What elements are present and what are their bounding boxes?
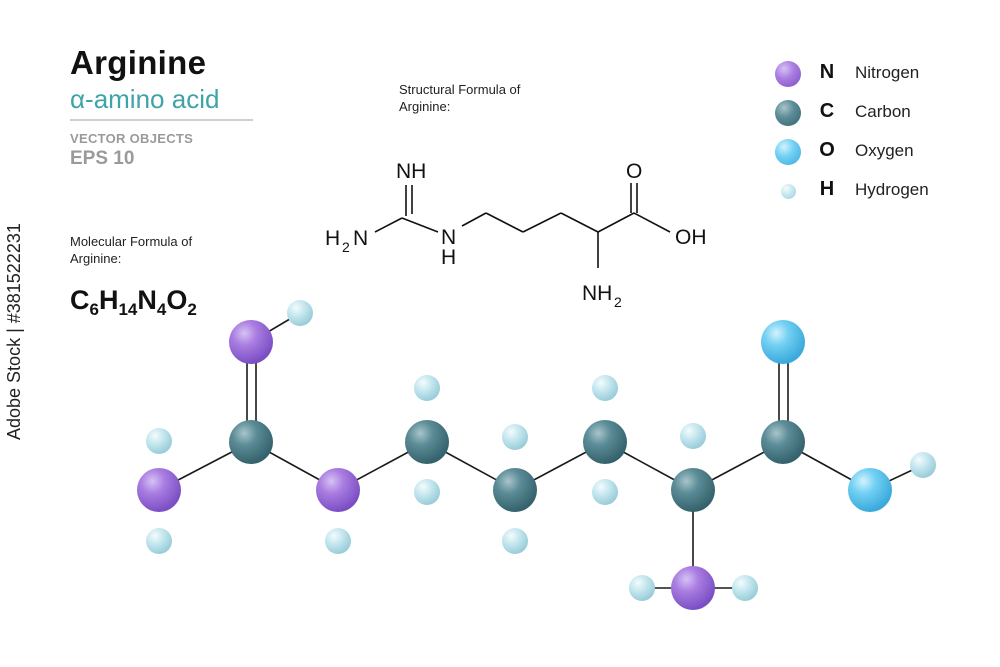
legend-name: Oxygen	[855, 141, 914, 160]
molecular-formula: C6H14N4O2	[70, 285, 197, 320]
eps-label: EPS 10	[70, 148, 135, 169]
vector-objects-label: VECTOR OBJECTS	[70, 131, 194, 146]
formula-o-count: 2	[187, 300, 197, 319]
stock-watermark: Adobe Stock | #381522231	[4, 223, 24, 440]
formula-o: O	[166, 285, 188, 315]
label-nh2-n: NH	[582, 282, 612, 305]
legend-name: Hydrogen	[855, 180, 929, 199]
legend-symbol: O	[819, 139, 835, 161]
oxygen-ball-icon	[775, 139, 801, 165]
formula-h: H	[98, 285, 119, 315]
atom-nitrogen	[671, 566, 715, 610]
legend-symbol: C	[819, 100, 835, 122]
model-bonds	[158, 312, 924, 588]
atom-hydrogen	[414, 479, 440, 505]
atom-nitrogen	[137, 468, 181, 512]
page-title: Arginine	[70, 44, 207, 81]
skeletal-labels: NH H 2 N N H O OH NH 2	[325, 160, 707, 310]
bond-c5-oh	[633, 212, 671, 233]
bond-c1-c2	[485, 212, 524, 233]
atom-oxygen	[761, 320, 805, 364]
legend-item-oxygen: O Oxygen	[768, 136, 988, 170]
formula-c-count: 6	[89, 300, 99, 319]
label-h2n-n: N	[353, 227, 368, 250]
page-subtitle: α-amino acid	[70, 84, 220, 114]
legend-name: Nitrogen	[855, 63, 920, 82]
atom-hydrogen	[146, 528, 172, 554]
atom-carbon	[671, 468, 715, 512]
bond-h2n-c	[374, 217, 403, 233]
formula-n: N	[137, 285, 157, 315]
bond-c3-c4	[560, 212, 599, 233]
atom-nitrogen	[229, 320, 273, 364]
bond-c2-c3	[522, 212, 562, 233]
atom-hydrogen	[629, 575, 655, 601]
atom-hydrogen	[502, 528, 528, 554]
atom-hydrogen	[592, 375, 618, 401]
model-atoms	[137, 300, 936, 610]
atom-carbon	[229, 420, 273, 464]
legend-symbol: N	[819, 61, 835, 83]
bond-c-nh	[401, 217, 439, 233]
atom-carbon	[761, 420, 805, 464]
atom-hydrogen	[287, 300, 313, 326]
legend-name: Carbon	[855, 102, 911, 121]
formula-h-count: 14	[118, 300, 138, 319]
skeletal-bonds	[374, 183, 671, 268]
label-o-top: O	[626, 160, 642, 183]
formula-c: C	[70, 285, 90, 315]
bond-n-c1	[461, 212, 487, 227]
legend-item-carbon: C Carbon	[768, 97, 988, 131]
molecular-formula-label: Molecular Formula of Arginine:	[70, 234, 193, 266]
carbon-ball-icon	[775, 100, 801, 126]
label-h-mid: H	[441, 246, 456, 269]
atom-hydrogen	[680, 423, 706, 449]
label-n-mid: N	[441, 226, 456, 249]
structural-formula-label: Structural Formula of Arginine:	[399, 82, 521, 114]
atom-hydrogen	[146, 428, 172, 454]
legend-item-hydrogen: H Hydrogen	[768, 175, 988, 209]
atom-oxygen	[848, 468, 892, 512]
nitrogen-ball-icon	[775, 61, 801, 87]
formula-n-count: 4	[156, 300, 167, 319]
atom-hydrogen	[414, 375, 440, 401]
label-oh: OH	[675, 226, 707, 249]
hydrogen-ball-icon	[781, 184, 796, 199]
atom-hydrogen	[502, 424, 528, 450]
atom-hydrogen	[910, 452, 936, 478]
atom-carbon	[405, 420, 449, 464]
atom-nitrogen	[316, 468, 360, 512]
legend-item-nitrogen: N Nitrogen	[768, 58, 988, 92]
legend-symbol: H	[819, 178, 835, 200]
atom-hydrogen	[325, 528, 351, 554]
atom-carbon	[493, 468, 537, 512]
label-nh-top: NH	[396, 160, 426, 183]
title-divider	[70, 119, 253, 121]
atom-carbon	[583, 420, 627, 464]
label-h2n-2: 2	[342, 239, 350, 255]
atom-hydrogen	[592, 479, 618, 505]
bond-c4-c5	[597, 212, 635, 233]
label-h2n-h: H	[325, 227, 340, 250]
label-nh2-2: 2	[614, 294, 622, 310]
atom-hydrogen	[732, 575, 758, 601]
